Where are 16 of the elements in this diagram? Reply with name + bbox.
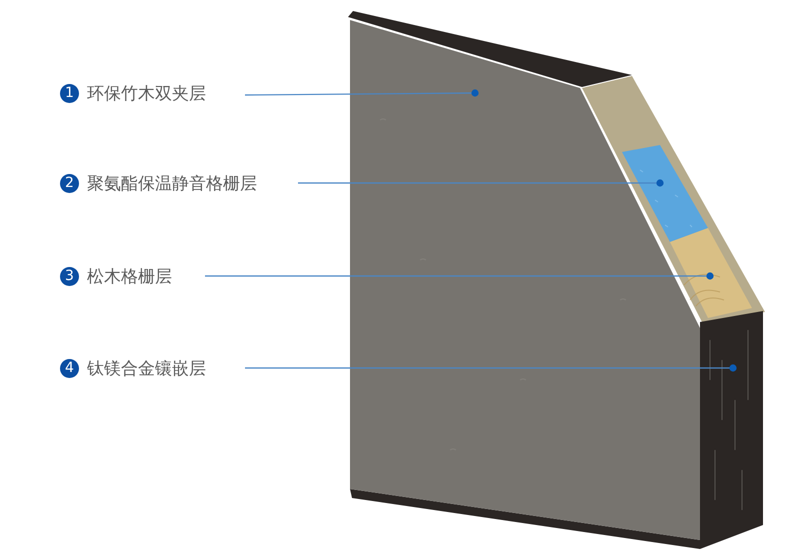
callout-number: 1	[60, 84, 79, 102]
pine-grid-block	[670, 228, 752, 318]
leader-line	[245, 89, 479, 97]
alloy-edge-strip	[700, 311, 763, 549]
layer-label: 钛镁合金镶嵌层	[87, 358, 206, 380]
leader-line	[298, 179, 664, 187]
leader-line	[245, 364, 737, 372]
callout-number: 4	[60, 358, 79, 378]
foam-core-block	[622, 145, 708, 242]
layer-label: 聚氨酯保温静音格栅层	[87, 172, 257, 194]
door-face-panel	[350, 20, 700, 540]
layer-label: 环保竹木双夹层	[87, 82, 206, 104]
leader-line	[205, 272, 714, 280]
layer-label: 松木格栅层	[87, 266, 172, 288]
callout-number: 3	[60, 266, 79, 286]
callout-number: 2	[60, 174, 79, 192]
